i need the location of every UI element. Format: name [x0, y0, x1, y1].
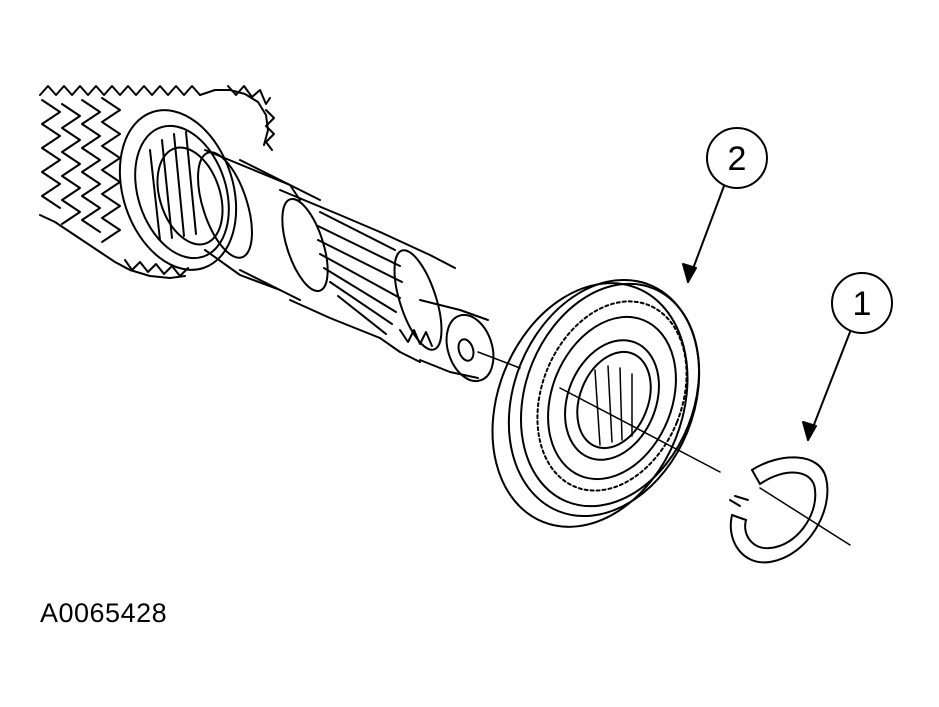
callout-1-label: 1	[853, 285, 872, 323]
bearing	[491, 278, 701, 528]
callout-2-label: 2	[728, 140, 747, 178]
output-shaft	[197, 149, 495, 383]
center-axis-line	[477, 351, 851, 546]
figure-id-code: A0065428	[40, 598, 168, 628]
callout-1	[802, 272, 893, 441]
gear-cluster	[39, 85, 275, 279]
callout-2	[682, 127, 768, 283]
snap-ring	[729, 456, 829, 564]
